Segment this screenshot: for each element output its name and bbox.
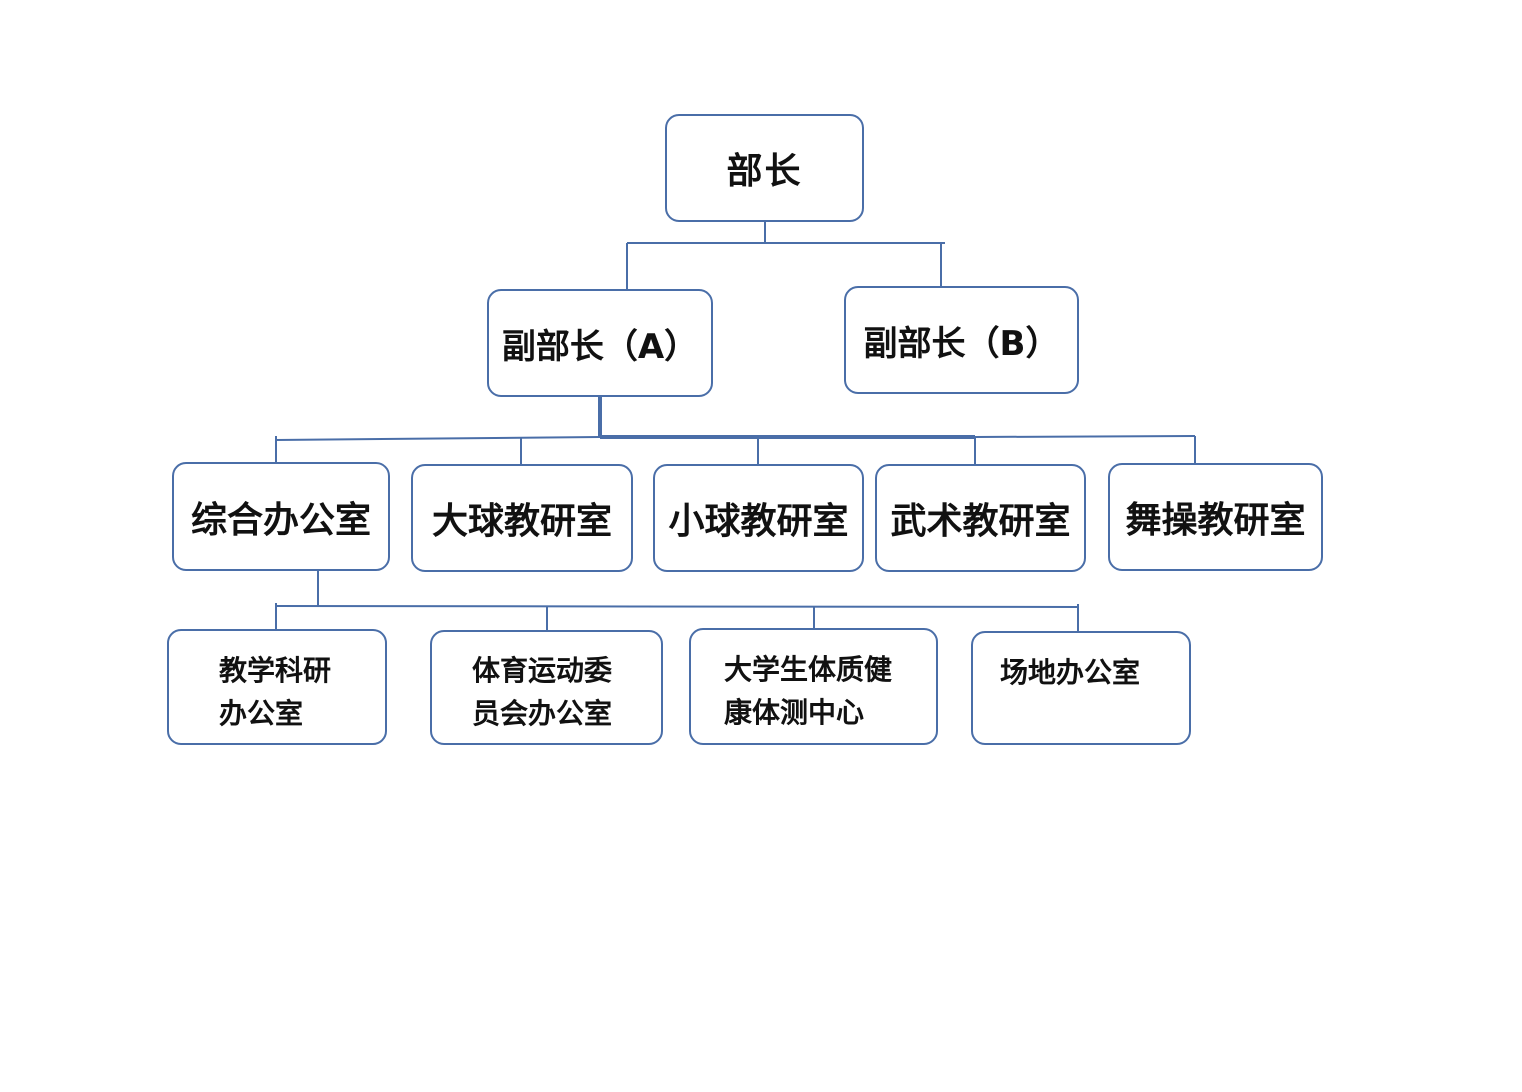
deputy-a-box: 副部长（A） — [487, 289, 713, 397]
director-label: 部长 — [726, 151, 803, 192]
office-box-ball-large: 大球教研室 — [411, 464, 633, 572]
sub-office-box-venue: 场地办公室 — [971, 631, 1191, 745]
deputy-b-box: 副部长（B） — [844, 286, 1079, 394]
connector-sub-bar — [275, 605, 1079, 608]
sub-office-box-research: 教学科研 办公室 — [167, 629, 387, 745]
connector-offices-bar-left — [275, 436, 601, 441]
office-box-martial-arts: 武术教研室 — [875, 464, 1086, 572]
office-box-dance: 舞操教研室 — [1108, 463, 1323, 571]
connector-offices-bar-right — [974, 435, 1196, 438]
office-label-ball-small: 小球教研室 — [668, 501, 849, 542]
sub-office-box-fitness-center: 大学生体质健 康体测中心 — [689, 628, 938, 745]
office-box-ball-small: 小球教研室 — [653, 464, 864, 572]
director-box: 部长 — [665, 114, 864, 222]
sub-office-label-venue: 场地办公室 — [1000, 656, 1141, 689]
sub-office-label-sports-committee: 体育运动委 员会办公室 — [472, 654, 613, 730]
sub-office-label-research: 教学科研 办公室 — [219, 654, 332, 730]
sub-office-label-fitness-center: 大学生体质健 康体测中心 — [724, 653, 893, 729]
office-label-martial-arts: 武术教研室 — [890, 501, 1071, 542]
office-label-dance: 舞操教研室 — [1125, 500, 1306, 541]
sub-office-box-sports-committee: 体育运动委 员会办公室 — [430, 630, 663, 745]
deputy-a-label: 副部长（A） — [501, 326, 699, 367]
deputy-b-label: 副部长（B） — [863, 323, 1060, 364]
office-label-ball-large: 大球教研室 — [431, 501, 612, 542]
office-box-general: 综合办公室 — [172, 462, 390, 571]
office-label-general: 综合办公室 — [190, 499, 371, 541]
